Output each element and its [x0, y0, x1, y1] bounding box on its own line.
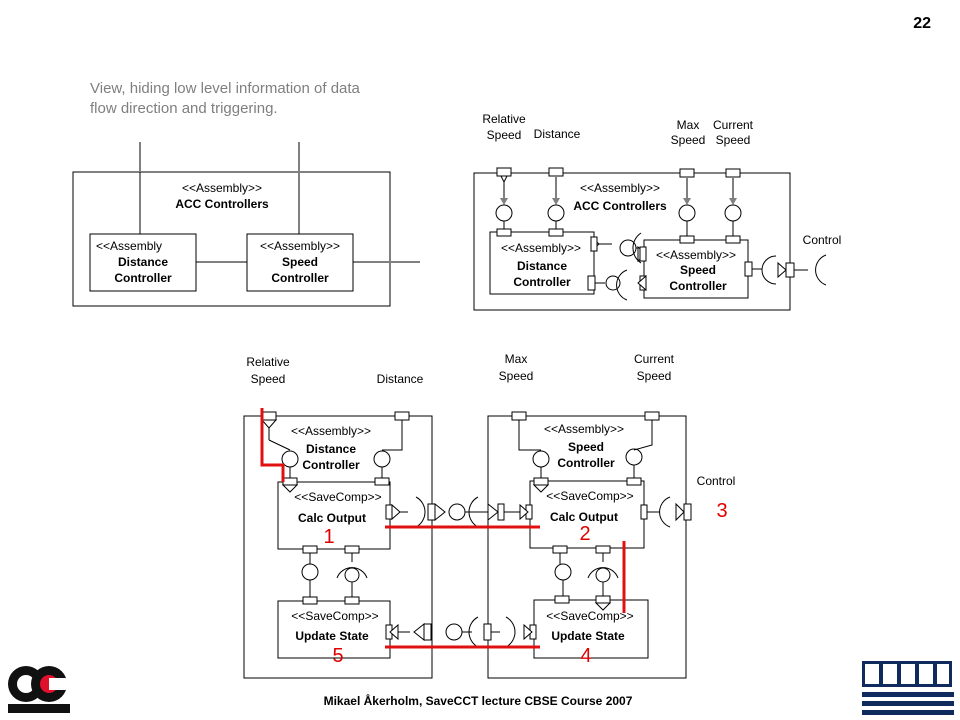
note-line-2: flow direction and triggering. — [90, 100, 278, 117]
step-number-4: 4 — [580, 645, 591, 667]
right-update-label: Update State — [551, 629, 625, 643]
distance-controller-stereotype-2: <<Assembly>> — [501, 241, 581, 255]
step-number-5: 5 — [332, 645, 343, 667]
left-calc-stereotype: <<SaveComp>> — [294, 490, 381, 504]
input-relative-speed-3: Relative — [246, 355, 290, 369]
distance-controller-assembly — [243, 415, 433, 679]
right-assembly-stereotype: <<Assembly>> — [544, 422, 624, 436]
assembly-stereotype: <<Assembly>> — [182, 181, 262, 195]
control-output-label: Control — [803, 233, 842, 247]
right-assembly-label: Speed — [568, 440, 604, 454]
page-number: 22 — [913, 15, 931, 32]
cc-systems-logo — [8, 666, 70, 713]
assembly-name: ACC Controllers — [175, 197, 269, 211]
left-assembly-stereotype: <<Assembly>> — [291, 424, 371, 438]
distance-controller-stereotype: <<Assembly — [96, 239, 162, 253]
speed-controller-label-2a: Speed — [680, 263, 716, 277]
input-current-speed: Current — [713, 118, 754, 132]
speed-controller-label-2: Controller — [271, 271, 329, 285]
diagram-port-view: Relative Speed Distance Max Speed Curren… — [473, 112, 842, 311]
left-update-label: Update State — [295, 629, 369, 643]
diagram-simple-view: <<Assembly>> ACC Controllers <<Assembly … — [72, 142, 420, 307]
input-max-speed-2: Speed — [671, 133, 706, 147]
input-max-speed-3: Max — [505, 352, 528, 366]
step-number-1: 1 — [323, 526, 334, 548]
speed-controller-label: Speed — [282, 255, 318, 269]
input-current-speed-3b: Speed — [637, 369, 672, 383]
step-number-2: 2 — [579, 523, 590, 545]
control-output-label-3: Control — [697, 474, 736, 488]
right-update-stereotype: <<SaveComp>> — [546, 609, 633, 623]
speed-controller-box — [246, 233, 354, 292]
input-current-speed-2: Speed — [716, 133, 751, 147]
assembly-stereotype-2: <<Assembly>> — [580, 181, 660, 195]
mrtc-logo — [862, 661, 954, 715]
speed-controller-stereotype: <<Assembly>> — [260, 239, 340, 253]
distance-controller-box — [89, 233, 197, 292]
speed-controller-stereotype-2: <<Assembly>> — [656, 248, 736, 262]
speed-controller-label-2b: Controller — [669, 279, 727, 293]
note-line-1: View, hiding low level information of da… — [90, 80, 361, 97]
distance-controller-label: Distance — [118, 255, 168, 269]
assembly-name-2: ACC Controllers — [573, 199, 667, 213]
highlight-path-1 — [260, 408, 285, 482]
distance-controller-label-2: Controller — [114, 271, 172, 285]
distance-controller-label-2b: Controller — [513, 275, 571, 289]
footer-text: Mikael Åkerholm, SaveCCT lecture CBSE Co… — [324, 693, 633, 708]
step-number-3: 3 — [716, 500, 727, 522]
speed-controller-assembly — [487, 415, 687, 679]
right-assembly-label-2: Controller — [557, 456, 615, 470]
input-distance-3: Distance — [377, 372, 424, 386]
input-current-speed-3: Current — [634, 352, 675, 366]
right-calc-label: Calc Output — [550, 510, 618, 524]
diagram-detailed-view: Relative Speed Distance Max Speed Curren… — [243, 352, 736, 679]
right-calc-stereotype: <<SaveComp>> — [546, 489, 633, 503]
input-max-speed-3b: Speed — [499, 369, 534, 383]
left-update-stereotype: <<SaveComp>> — [291, 609, 378, 623]
input-relative-speed-3b: Speed — [251, 372, 286, 386]
acc-controllers-box-2 — [473, 172, 791, 311]
distance-controller-box-2 — [489, 231, 595, 295]
left-assembly-label-2: Controller — [302, 458, 360, 472]
left-assembly-label: Distance — [306, 442, 356, 456]
distance-controller-label-2a: Distance — [517, 259, 567, 273]
input-relative-speed-2: Speed — [487, 128, 522, 142]
input-distance: Distance — [534, 127, 581, 141]
left-calc-label: Calc Output — [298, 511, 366, 525]
input-relative-speed: Relative — [482, 112, 526, 126]
input-max-speed: Max — [677, 118, 700, 132]
acc-controllers-box — [72, 171, 391, 307]
